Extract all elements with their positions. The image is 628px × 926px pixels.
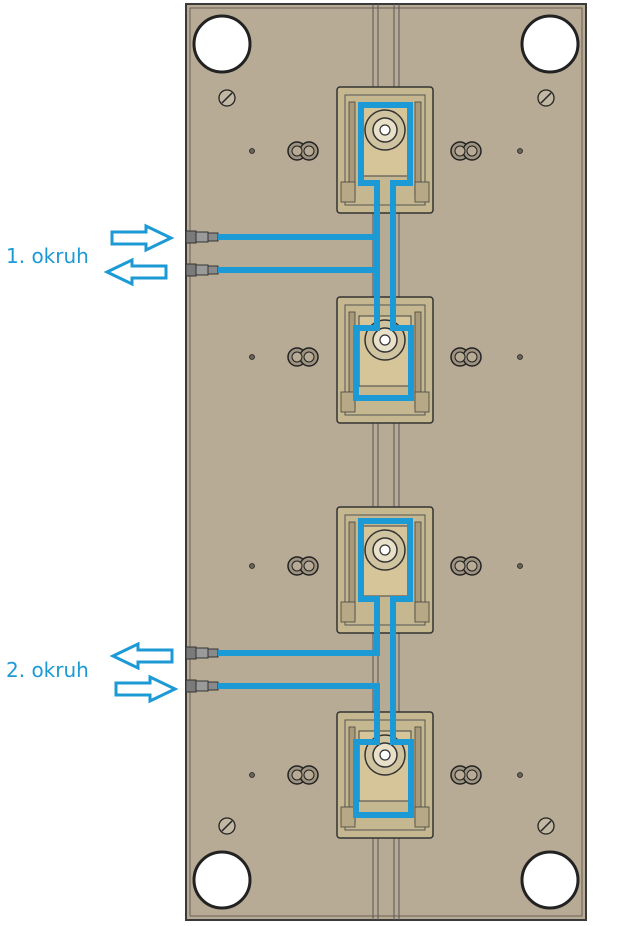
screw-icon: [537, 817, 555, 835]
circuit-2-label: 2. okruh: [6, 658, 89, 682]
cooling-channel-circuit-2: [218, 518, 414, 818]
ejector-pin: [287, 141, 319, 161]
mould-insert: [336, 296, 434, 424]
arrow-right-outline-icon: [110, 223, 175, 253]
pin-mark: [249, 148, 523, 778]
guide-hole: [192, 14, 580, 910]
cooling-channel-circuit-1: [218, 102, 414, 401]
ejector-pin: [450, 141, 482, 161]
screw-icon: [537, 89, 555, 107]
arrow-left-outline-icon: [109, 641, 174, 671]
screw-icon: [218, 817, 236, 835]
mould-insert: [336, 506, 434, 634]
water-fitting: [185, 263, 219, 277]
ejector-pin: [287, 347, 319, 367]
mould-insert: [336, 711, 434, 839]
water-fitting: [185, 646, 219, 660]
circuit-1-label: 1. okruh: [6, 244, 89, 268]
arrow-left-outline-icon: [103, 257, 168, 287]
water-fitting: [185, 230, 219, 244]
ejector-pin: [450, 347, 482, 367]
water-fitting: [185, 679, 219, 693]
plate-inner-border: [189, 7, 583, 917]
screw-icon: [218, 89, 236, 107]
ejector-pin: [287, 765, 319, 785]
ejector-pin: [450, 556, 482, 576]
ejector-pin: [450, 765, 482, 785]
arrow-right-outline-icon: [114, 674, 179, 704]
ejector-pin: [287, 556, 319, 576]
